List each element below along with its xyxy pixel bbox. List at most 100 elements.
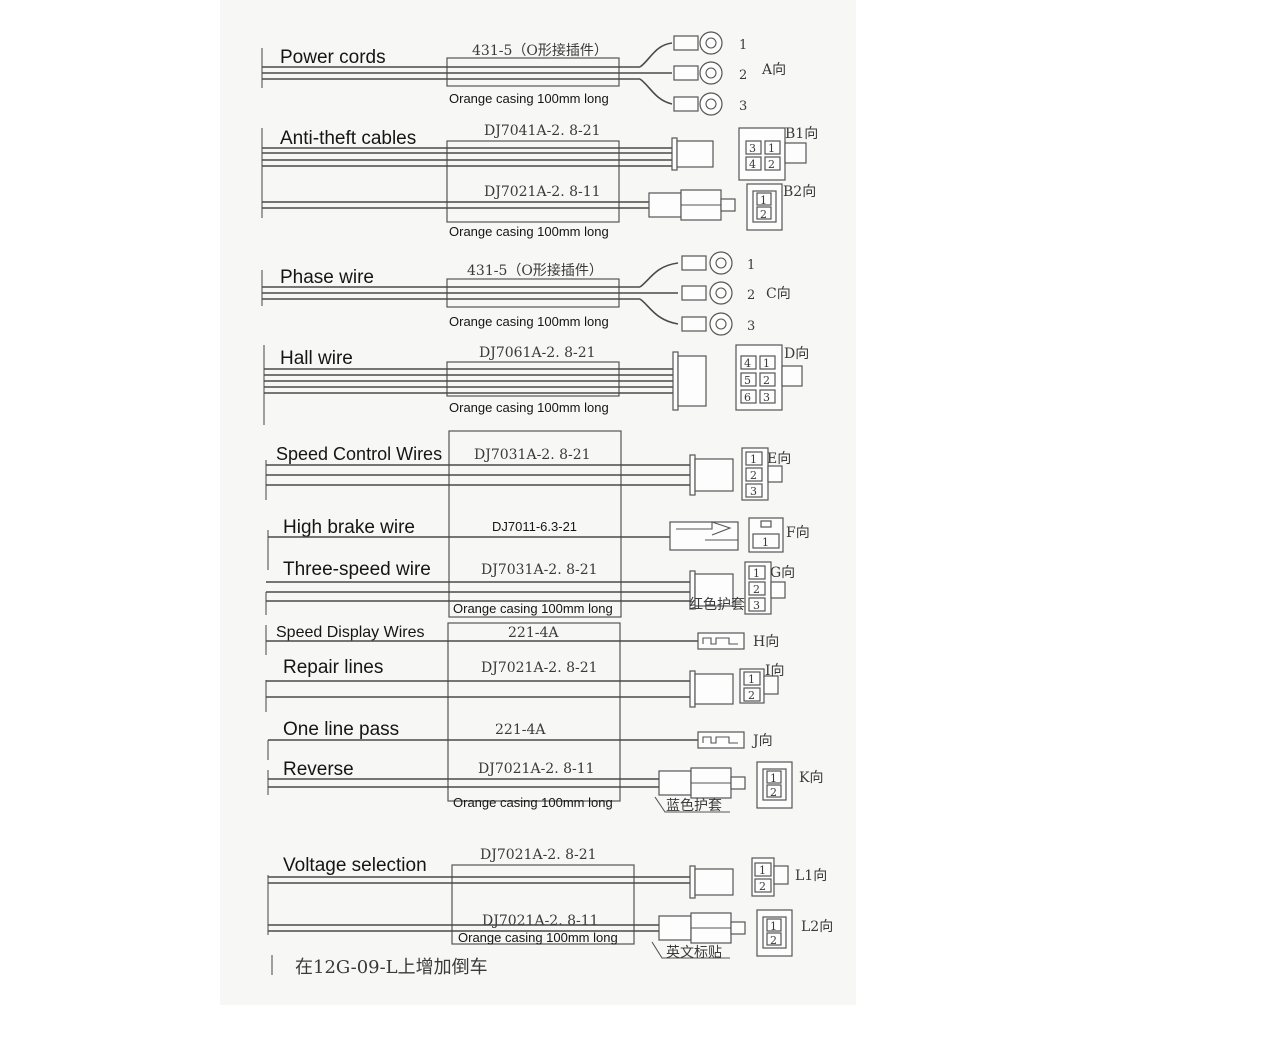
d-pin-4: 4 [744, 357, 751, 370]
e-pin-3: 3 [750, 485, 757, 498]
g-pin-1: 1 [753, 567, 760, 580]
d-pin-3: 3 [763, 391, 770, 404]
one-line-pass-label: One line pass [283, 719, 399, 740]
casing-box-display-reverse [447, 622, 621, 802]
three-speed-note: 红色护套 [689, 596, 745, 613]
housing-3pin-e [689, 454, 734, 496]
k-pin-2: 2 [770, 786, 777, 799]
b1-pin-2: 2 [768, 158, 775, 171]
j-connector [697, 731, 745, 749]
power-direction: A向 [761, 62, 786, 78]
d-pin-6: 6 [744, 391, 751, 404]
g-pin-3: 3 [753, 599, 760, 612]
l2-pin-1: 1 [770, 920, 777, 933]
reverse-casing: Orange casing 100mm long [453, 795, 613, 810]
b1-pin-4: 4 [749, 158, 756, 171]
blade-terminal [669, 521, 739, 551]
l1-pin-2: 2 [759, 880, 766, 893]
l2-face: 1 2 [756, 909, 793, 957]
hall-wire-part: DJ7061A-2. 8-21 [479, 345, 596, 361]
three-speed-part: DJ7031A-2. 8-21 [481, 562, 598, 578]
i-pin-2: 2 [748, 689, 755, 702]
b2-pin-2: 2 [760, 208, 767, 221]
anti-theft-group: Anti-theft cables DJ7041A-2. 8-21 DJ7021… [261, 123, 818, 239]
repair-lines-group: Repair lines DJ7021A-2. 8-21 1 2 I向 [265, 657, 785, 712]
reverse-note: 蓝色护套 [666, 797, 722, 814]
reverse-part: DJ7021A-2. 8-11 [478, 761, 595, 777]
housing-6pin [672, 351, 707, 411]
phase-pin-1: 1 [747, 258, 755, 273]
b1-direction: B1向 [785, 126, 818, 142]
e-face: 1 2 3 [741, 447, 783, 501]
phase-ring-2 [681, 281, 733, 305]
k-pin-1: 1 [770, 772, 777, 785]
ring-terminal-1 [673, 31, 723, 55]
repair-lines-label: Repair lines [283, 657, 383, 678]
k-face: 1 2 [756, 761, 793, 809]
three-speed-group: Three-speed wire DJ7031A-2. 8-21 红色护套 1 … [265, 559, 795, 616]
power-cords-casing: Orange casing 100mm long [449, 91, 609, 106]
repair-lines-part: DJ7021A-2. 8-21 [481, 660, 598, 676]
one-line-pass-part: 221-4A [495, 722, 546, 738]
housing-2pin-l1 [689, 865, 734, 899]
g-face: 1 2 3 [744, 561, 786, 615]
d-pin-5: 5 [744, 374, 751, 387]
i-direction: I向 [765, 663, 785, 679]
phase-wire-group: Phase wire 431-5（O形接插件） Orange casing 10… [261, 251, 791, 336]
ring-terminal-3 [673, 92, 723, 116]
phase-wire-label: Phase wire [280, 267, 374, 288]
phase-ring-3 [681, 312, 733, 336]
i-face: 1 2 [739, 668, 779, 704]
phase-wire-casing: Orange casing 100mm long [449, 314, 609, 329]
speed-display-group: Speed Display Wires 221-4A H向 [265, 624, 779, 655]
e-direction: E向 [767, 451, 791, 467]
g-pin-2: 2 [753, 583, 760, 596]
footer-note: 在12G-09-L上增加倒车 [295, 957, 488, 978]
f-face: 1 [748, 517, 784, 553]
d-pin-2: 2 [763, 374, 770, 387]
d-pin-1: 1 [763, 357, 770, 370]
phase-pin-3: 3 [747, 319, 755, 334]
housing-2pin-i [689, 670, 734, 708]
voltage-selection-group: Voltage selection DJ7021A-2. 8-21 1 2 L1… [267, 847, 833, 961]
b1-pin-1: 1 [768, 142, 775, 155]
anti-theft-label: Anti-theft cables [280, 128, 416, 149]
speed-control-part: DJ7031A-2. 8-21 [474, 447, 591, 463]
voltage-selection-label: Voltage selection [283, 855, 427, 876]
j-direction: J向 [751, 733, 773, 749]
three-speed-label: Three-speed wire [283, 559, 431, 580]
f-pin-1: 1 [762, 536, 769, 549]
voltage-casing: Orange casing 100mm long [458, 930, 618, 945]
high-brake-label: High brake wire [283, 517, 415, 538]
e-pin-2: 2 [750, 469, 757, 482]
high-brake-group: High brake wire DJ7011-6.3-21 1 F向 [267, 517, 810, 570]
b2-face: 1 2 [746, 183, 783, 231]
housing-2pin-l2 [658, 912, 746, 944]
h-connector [697, 632, 745, 650]
f-direction: F向 [786, 525, 810, 541]
housing-4pin [671, 137, 714, 171]
b2-direction: B2向 [783, 184, 816, 200]
high-brake-part: DJ7011-6.3-21 [492, 519, 577, 534]
hall-wire-casing: Orange casing 100mm long [449, 400, 609, 415]
phase-pin-2: 2 [747, 288, 755, 303]
b1-face: 3 1 4 2 [738, 127, 807, 181]
g-direction: G向 [770, 565, 795, 581]
voltage-part-bottom: DJ7021A-2. 8-11 [482, 913, 599, 929]
phase-direction: C向 [766, 286, 791, 302]
phase-ring-1 [681, 251, 733, 275]
h-direction: H向 [753, 634, 779, 650]
l1-face: 1 2 [751, 857, 789, 897]
one-line-pass-group: One line pass 221-4A J向 [267, 719, 773, 760]
reverse-label: Reverse [283, 759, 354, 780]
power-pin-2: 2 [739, 68, 747, 83]
l2-pin-2: 2 [770, 934, 777, 947]
b1-pin-3: 3 [749, 142, 756, 155]
l1-pin-1: 1 [759, 864, 766, 877]
voltage-part-top: DJ7021A-2. 8-21 [480, 847, 597, 863]
anti-theft-part-top: DJ7041A-2. 8-21 [484, 123, 601, 139]
anti-theft-part-bottom: DJ7021A-2. 8-11 [484, 184, 601, 200]
hall-wire-group: Hall wire DJ7061A-2. 8-21 Orange casing … [263, 344, 809, 425]
power-cords-label: Power cords [280, 47, 386, 68]
